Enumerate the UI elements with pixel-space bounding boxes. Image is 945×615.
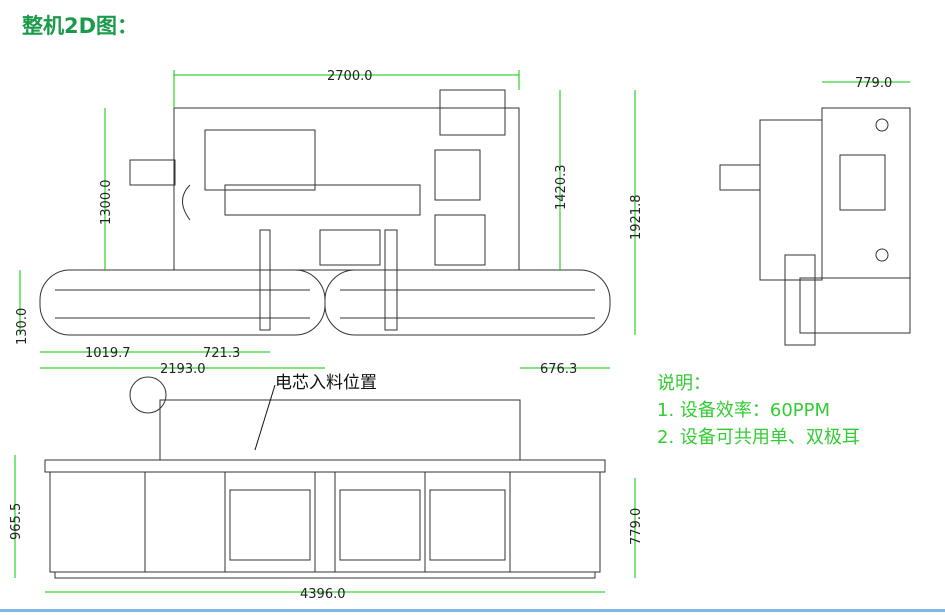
dimensions: 2700.0 1300.0 1420.3 1921.8 130.0 1019.7…	[9, 69, 910, 602]
side-view	[719, 107, 911, 346]
notes: 说明： 1. 设备效率：60PPM 2. 设备可共用单、双极耳	[657, 370, 860, 451]
dim-left-offset: 1019.7	[85, 346, 131, 361]
dim-conveyor-height: 130.0	[15, 308, 30, 345]
dim-top-width: 2700.0	[327, 69, 373, 84]
dim-top-height-left: 1300.0	[99, 180, 114, 226]
infeed-callout: 电芯入料位置	[275, 373, 377, 393]
dim-right-offset: 676.3	[540, 362, 577, 377]
dim-top-height-right: 1420.3	[554, 165, 569, 211]
front-view	[44, 376, 606, 579]
page-title: 整机2D图：	[22, 14, 139, 38]
bottom-divider	[0, 609, 945, 612]
notes-heading: 说明：	[657, 373, 711, 394]
dim-total-height: 1921.8	[629, 195, 644, 241]
dim-mid-offset: 721.3	[203, 346, 240, 361]
dim-front-height: 965.5	[9, 503, 24, 540]
dim-front-width: 4396.0	[300, 587, 346, 602]
note-item: 1. 设备效率：60PPM	[657, 400, 831, 421]
dim-side-width: 779.0	[855, 76, 892, 91]
dim-front-table-height: 779.0	[629, 508, 644, 545]
note-item: 2. 设备可共用单、双极耳	[657, 427, 860, 448]
dim-left-span: 2193.0	[160, 362, 206, 377]
top-view	[39, 89, 611, 336]
